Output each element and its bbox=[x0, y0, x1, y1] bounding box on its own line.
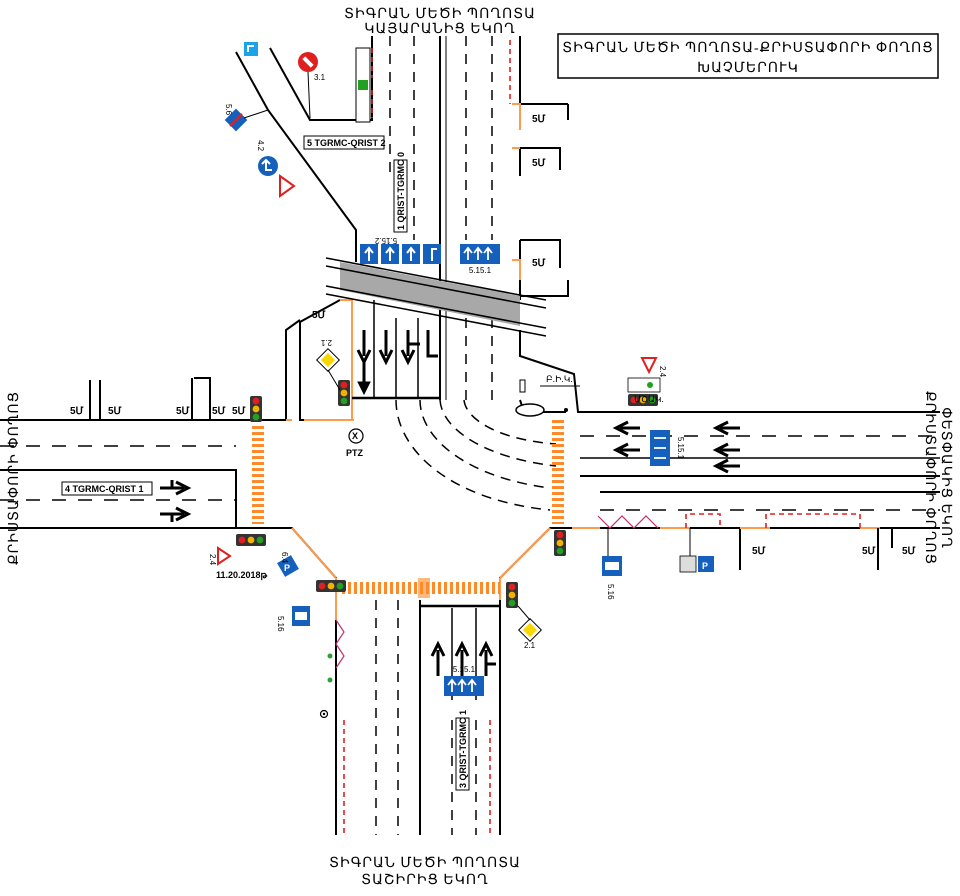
sign-code-5-6: 5.6 bbox=[224, 104, 233, 116]
traffic-light-south-right bbox=[506, 582, 518, 608]
zone-label: 5Մ bbox=[532, 158, 546, 169]
traffic-light-east-bottom bbox=[554, 530, 566, 556]
traffic-light-west-bottom bbox=[236, 534, 266, 546]
sign-5-16-west: 5.16 bbox=[276, 606, 310, 632]
road-label-south-1: ՏԻԳՐԱՆ ՄԵԾԻ ՊՈՂՈՏԱ bbox=[329, 856, 521, 871]
camera-ptz-mark: X bbox=[352, 431, 358, 441]
sign-code-2-1-south: 2.1 bbox=[524, 641, 536, 650]
road-label-north-2: ԿԱՅԱՐԱՆԻՑ ԵԿՈՂ bbox=[364, 22, 515, 37]
lane-markings bbox=[0, 36, 940, 835]
label-mtsak: ՄՇԱԿ. bbox=[634, 394, 664, 404]
traffic-light-west-pole bbox=[250, 396, 262, 422]
camera-labels: 5 TGRMC-QRIST 2 1 QRIST-TGRMC 0 4 TGRMC-… bbox=[61, 135, 470, 791]
road-label-south-2: ՏԱՇԻՐԻՑ ԵԿՈՂ bbox=[361, 873, 488, 888]
misc-labels: Բ.Ի.Կ. ՄՇԱԿ. bbox=[319, 374, 664, 719]
traffic-light-north bbox=[355, 47, 371, 123]
camera-west: 4 TGRMC-QRIST 1 bbox=[65, 484, 144, 494]
sign-code-4-2: 4.2 bbox=[256, 140, 265, 152]
road-label-north-1: ՏԻԳՐԱՆ ՄԵԾԻ ՊՈՂՈՏԱ bbox=[344, 7, 536, 22]
sign-code-5-15-1-north: 5.15.1 bbox=[469, 266, 492, 275]
zone-ticks bbox=[89, 104, 893, 570]
sign-code-2-4-east: 2.4 bbox=[658, 366, 667, 378]
lane-arrows bbox=[160, 330, 740, 676]
road-label-east-1: ՔՐԻՍՏԱՓՈՐԻ ՓՈՂՈՑ bbox=[922, 391, 937, 565]
crossing-east bbox=[552, 420, 564, 524]
green-dots bbox=[327, 653, 333, 683]
sign-date: 11.20.2018թ bbox=[216, 570, 268, 581]
curb-highlights bbox=[286, 103, 880, 620]
crossing-west bbox=[252, 424, 264, 524]
sign-code-6-4: 6.4 bbox=[280, 552, 289, 564]
sign-code-3-1: 3.1 bbox=[314, 73, 326, 82]
zone-label: 5Մ bbox=[312, 310, 326, 321]
sign-code-2-4-west: 2.4 bbox=[208, 554, 217, 566]
title-box: ՏԻԳՐԱՆ ՄԵԾԻ ՊՈՂՈՏԱ-ՔՐԻՍՏԱՓՈՐԻ ՓՈՂՈՑ ԽԱՉՄ… bbox=[557, 33, 939, 79]
zone-label: 5Մ bbox=[902, 546, 916, 557]
turn-guide-lines bbox=[395, 399, 557, 511]
sign-2-1-south: 2.1 bbox=[517, 605, 543, 650]
svg-text:P: P bbox=[702, 561, 708, 571]
zone-label: 5Մ bbox=[752, 546, 766, 557]
sign-2-4-east: 2.4 bbox=[640, 357, 667, 378]
camera-south: 3 QRIST-TGRMC 1 bbox=[458, 710, 468, 788]
zone-label: 5Մ bbox=[70, 406, 84, 417]
sign-5-6: 5.6 bbox=[224, 104, 269, 132]
sign-code-5-15-1-south: 5.15.1 bbox=[453, 665, 476, 674]
zone-label: 5Մ bbox=[532, 258, 546, 269]
sign-6-4-parking: P 6.4 11.20.2018թ bbox=[216, 552, 299, 581]
tram-crossing bbox=[325, 257, 547, 337]
traffic-lights bbox=[236, 47, 658, 608]
zone-label: 5Մ bbox=[232, 406, 246, 417]
traffic-light-south-left bbox=[316, 580, 346, 592]
sign-code-5-16-east: 5.16 bbox=[606, 584, 615, 600]
traffic-light-north-island bbox=[338, 380, 350, 406]
zone-label: 5Մ bbox=[212, 406, 226, 417]
road-label-east-2: ՓԵՏՓԱԿԻՑ ԵԿՈՂ bbox=[938, 407, 953, 549]
sign-code-5-15-1-east: 5.15.1 bbox=[676, 437, 685, 460]
sign-code-5-16-west: 5.16 bbox=[276, 616, 285, 632]
sign-top-left-blue bbox=[244, 42, 258, 56]
zone-label: 5Մ bbox=[532, 114, 546, 125]
camera-north: 1 QRIST-TGRMC 0 bbox=[396, 152, 406, 230]
sign-5-16-east: 5.16 bbox=[602, 528, 622, 600]
zone-label: 5Մ bbox=[176, 406, 190, 417]
zone-labels: 5Մ 5Մ 5Մ 5Մ 5Մ 5Մ 5Մ 5Մ 5Մ 5Մ 5Մ 5Մ bbox=[70, 114, 916, 557]
sign-parking-east: P bbox=[679, 528, 714, 573]
sign-2-4-west: 2.4 bbox=[208, 546, 232, 566]
camera-north-west: 5 TGRMC-QRIST 2 bbox=[307, 138, 386, 148]
zone-label: 5Մ bbox=[108, 406, 122, 417]
label-bik: Բ.Ի.Կ. bbox=[546, 374, 573, 384]
sign-5-15-1-north: 5.15.1 bbox=[460, 244, 500, 275]
pedestrian-crossings bbox=[252, 420, 564, 598]
sign-2-1-north: 2.1 bbox=[315, 338, 341, 391]
camera-ptz: PTZ bbox=[346, 448, 364, 458]
sign-5-15-1-east: 5.15.1 bbox=[650, 430, 685, 466]
zigzag-marks bbox=[335, 515, 659, 669]
title-line1: ՏԻԳՐԱՆ ՄԵԾԻ ՊՈՂՈՏԱ-ՔՐԻՍՏԱՓՈՐԻ ՓՈՂՈՑ bbox=[562, 41, 933, 56]
sign-3-1-no-entry: 3.1 bbox=[298, 52, 326, 119]
svg-text:P: P bbox=[284, 563, 290, 573]
title-line2: ԽԱՉՄԵՐՈՒԿ bbox=[697, 61, 799, 76]
sign-code-2-1-north: 2.1 bbox=[320, 338, 332, 347]
sign-4-2: 4.2 bbox=[256, 140, 296, 198]
red-dashed-curb bbox=[343, 40, 861, 835]
sign-code-5-15-2: 5.15.2 bbox=[374, 236, 397, 245]
sign-5-15-1-south: 5.15.1 bbox=[444, 665, 484, 696]
road-label-west: ՔՐԻՍՏԱՓՈՐԻ ՓՈՂՈՑ bbox=[7, 391, 22, 565]
zone-label: 5Մ bbox=[862, 546, 876, 557]
sign-5-15-2: 5.15.2 bbox=[360, 236, 441, 264]
